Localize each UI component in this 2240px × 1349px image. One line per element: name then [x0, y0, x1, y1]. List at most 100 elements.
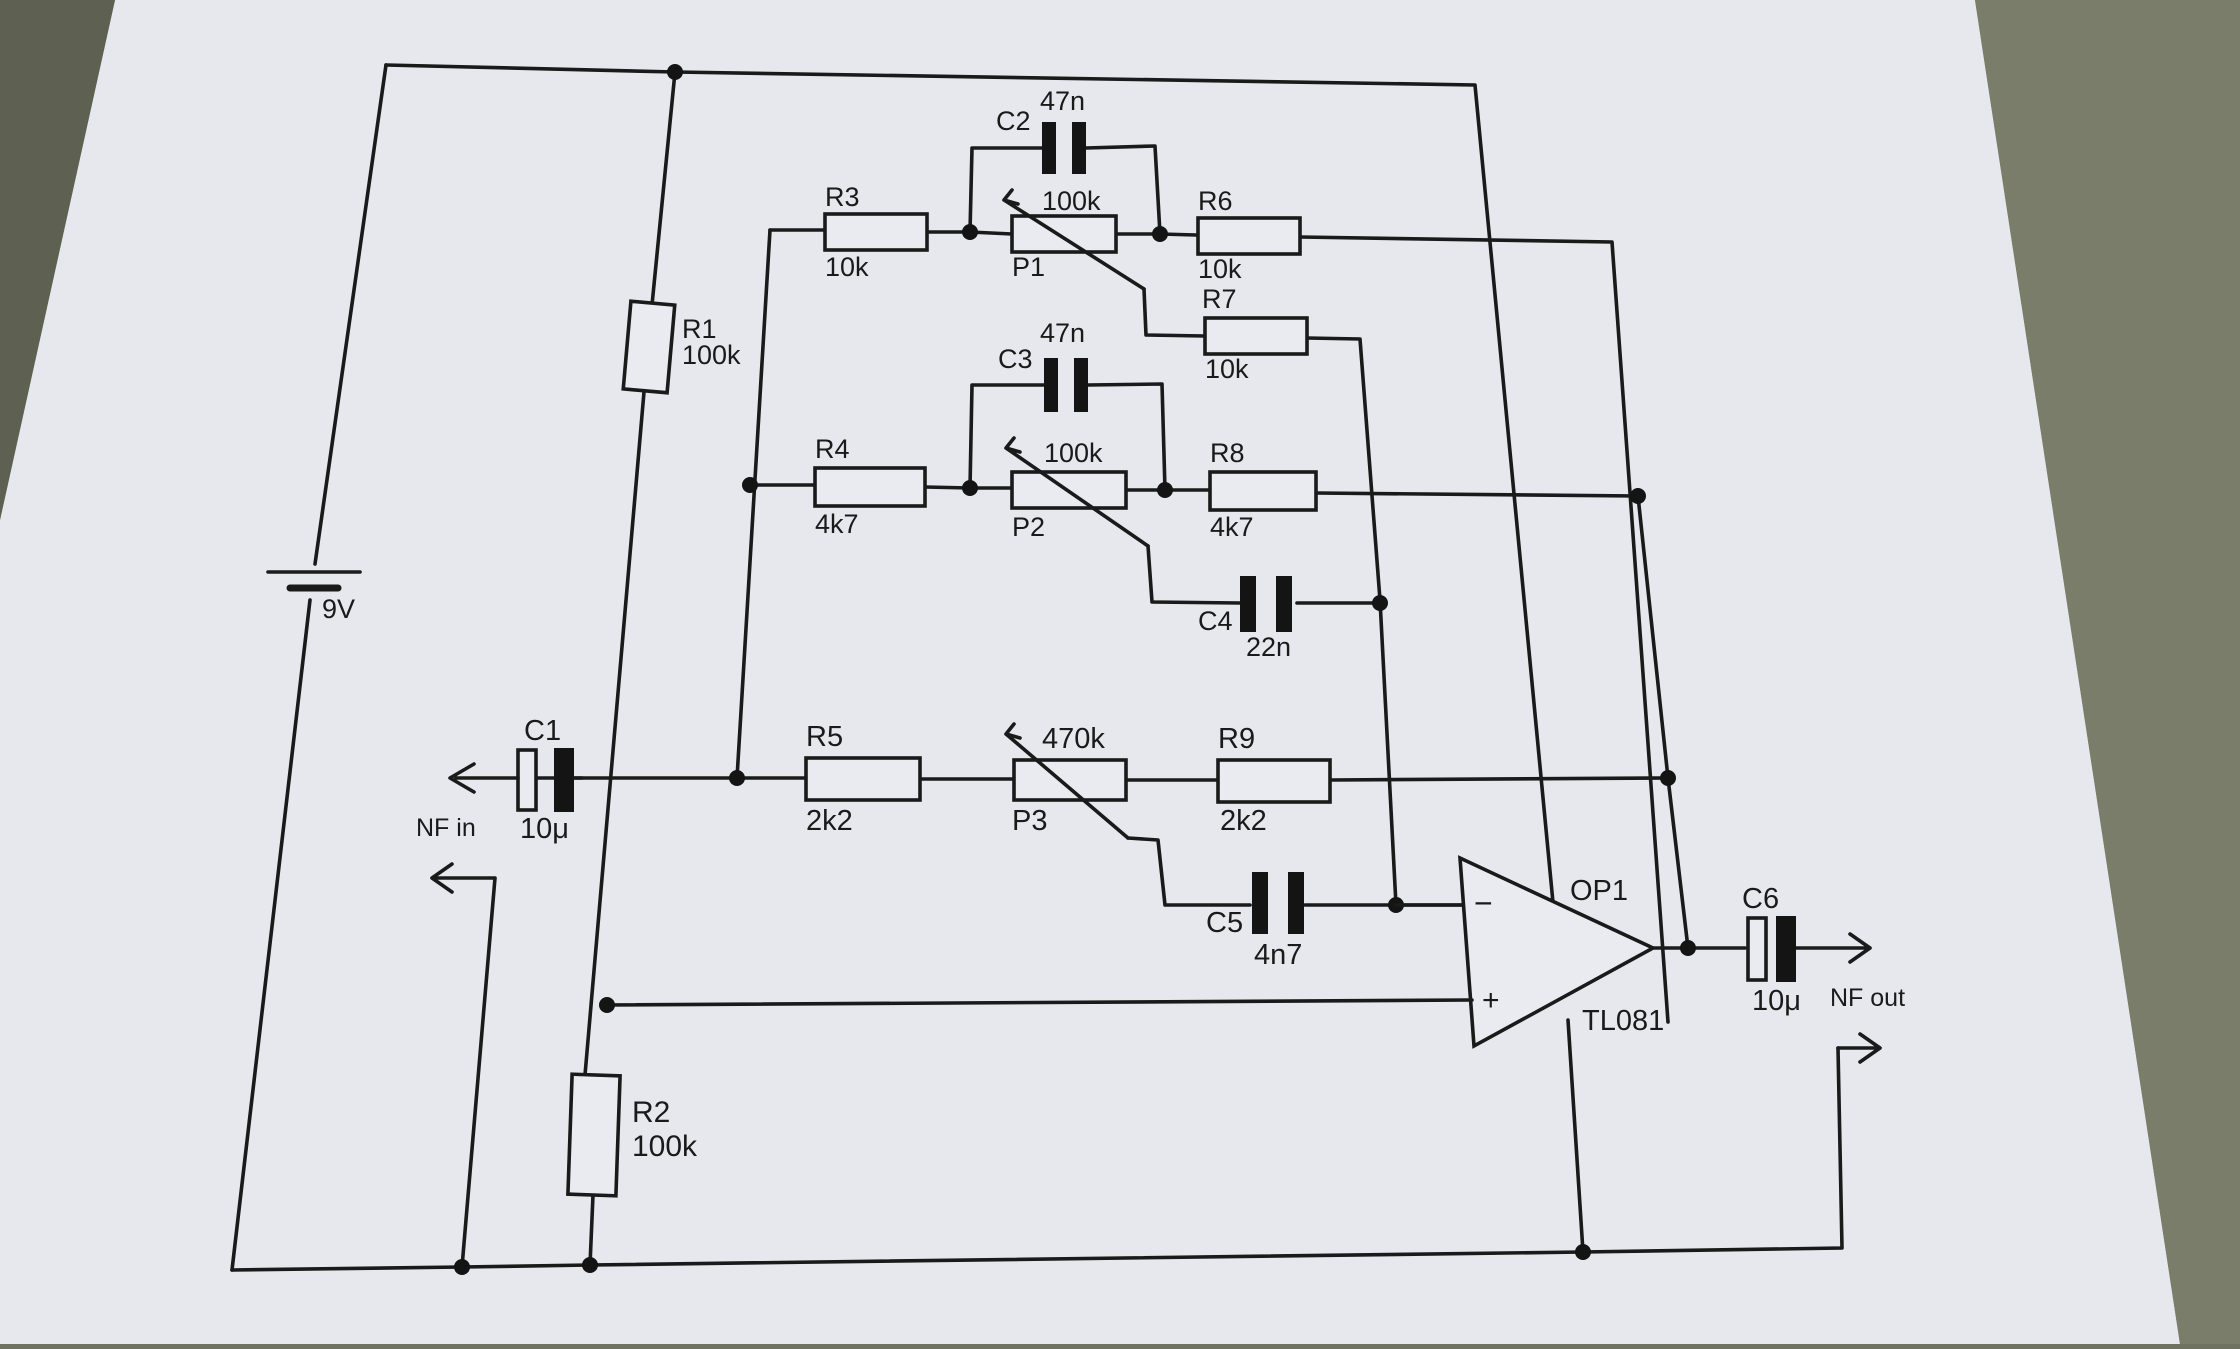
resistor-r7-name: R7 — [1202, 284, 1237, 314]
resistor-r8-name: R8 — [1210, 438, 1245, 468]
resistor-r1-value: 100k — [682, 340, 741, 370]
potentiometer-p3-value: 470k — [1042, 723, 1105, 755]
resistor-r5-value: 2k2 — [806, 805, 853, 837]
opamp-name: OP1 — [1570, 875, 1628, 907]
resistor-r8-value: 4k7 — [1210, 512, 1254, 542]
resistor-body — [1208, 470, 1318, 512]
resistor-r9-value: 2k2 — [1220, 805, 1267, 837]
wire-battery-down — [230, 598, 312, 1272]
potentiometer-body — [1010, 214, 1118, 254]
resistor-r6-name: R6 — [1198, 186, 1233, 216]
junction-dot — [1630, 488, 1646, 504]
potentiometer-p1-value: 100k — [1042, 186, 1101, 216]
junction-dot — [667, 64, 683, 80]
resistor-r3-value: 10k — [825, 252, 869, 282]
potentiometer-arrow — [1002, 188, 1146, 291]
potentiometer-p1-name: P1 — [1012, 252, 1045, 282]
nf-in-label: NF in — [416, 814, 476, 842]
resistor-body — [566, 1072, 622, 1198]
opamp-minus-sign: − — [1474, 885, 1493, 921]
nf-in-arrow — [448, 762, 520, 794]
junction-dot — [1157, 482, 1173, 498]
capacitor-c2-value: 47n — [1040, 86, 1085, 116]
resistor-r2-name: R2 — [632, 1096, 670, 1129]
wire-p1-wiper — [1142, 287, 1398, 907]
capacitor-c6-value: 10μ — [1752, 985, 1801, 1017]
capacitor-plate — [1072, 122, 1086, 174]
resistor-body — [1196, 216, 1302, 256]
wire-bottom-rail — [230, 1046, 1844, 1272]
resistor-body — [823, 212, 929, 252]
resistor-body — [804, 756, 922, 802]
resistor-r5-name: R5 — [806, 721, 843, 753]
opamp-part: TL081 — [1582, 1005, 1664, 1037]
capacitor-plate-filled — [554, 748, 574, 812]
junction-dot — [729, 770, 745, 786]
junction-dot — [962, 480, 978, 496]
capacitor-c5: C5 4n7 — [1206, 872, 1304, 971]
resistor-r1: R1 100k — [621, 299, 741, 395]
junction-dot — [742, 477, 758, 493]
paper-shade — [1975, 0, 2240, 1344]
capacitor-c6-name: C6 — [1742, 883, 1779, 915]
resistor-r2: R2 100k — [566, 1072, 698, 1198]
wire-left-bus — [735, 228, 772, 780]
capacitor-plate-filled — [1776, 916, 1796, 982]
wire-p2-wiper — [1146, 544, 1382, 605]
capacitor-c3-value: 47n — [1040, 318, 1085, 348]
nf-out-label: NF out — [1830, 984, 1905, 1012]
capacitor-plate — [1042, 122, 1056, 174]
potentiometer-arrow — [1004, 436, 1150, 548]
wire-divider-top — [650, 70, 677, 307]
wire-nf-in-return — [430, 862, 497, 1269]
capacitor-c6: C6 10μ — [1742, 883, 1801, 1017]
potentiometer-p3: 470k P3 — [1004, 722, 1130, 840]
junction-dot — [1372, 595, 1388, 611]
capacitor-c1-name: C1 — [524, 715, 561, 747]
capacitor-plate — [1074, 358, 1088, 412]
wires — [230, 63, 1882, 1272]
wire-divider-low — [588, 1193, 595, 1267]
potentiometer-p1: 100k P1 — [1002, 186, 1146, 291]
capacitor-plate — [1276, 576, 1292, 632]
junction-dot — [582, 1257, 598, 1273]
resistor-r9: R9 2k2 — [1216, 723, 1332, 837]
capacitor-c3-name: C3 — [998, 344, 1033, 374]
resistor-body — [621, 299, 677, 395]
capacitor-c5-value: 4n7 — [1254, 939, 1302, 971]
resistor-r3: R3 10k — [823, 182, 929, 282]
resistor-r7: R7 10k — [1202, 284, 1309, 384]
capacitor-plate-open — [1746, 916, 1768, 982]
resistor-r6-value: 10k — [1198, 254, 1242, 284]
potentiometer-arrow — [1004, 722, 1130, 840]
resistor-body — [1203, 316, 1309, 356]
resistor-r6: R6 10k — [1196, 186, 1302, 284]
capacitor-c4: C4 22n — [1198, 576, 1292, 662]
resistor-r4-name: R4 — [815, 434, 850, 464]
capacitor-c1: C1 10μ — [448, 715, 584, 845]
resistor-r1-name: R1 — [682, 314, 717, 344]
wire-battery-left — [313, 63, 388, 566]
resistor-r7-value: 10k — [1205, 354, 1249, 384]
resistor-r3-name: R3 — [825, 182, 860, 212]
potentiometer-p2-name: P2 — [1012, 512, 1045, 542]
junction-dots — [454, 64, 1696, 1275]
potentiometer-p2-value: 100k — [1044, 438, 1103, 468]
resistor-r5: R5 2k2 — [804, 721, 922, 837]
battery-label: 9V — [322, 594, 355, 624]
wire-divider-mid — [583, 390, 646, 1077]
wire-opamp-ground — [1566, 1018, 1585, 1254]
capacitor-c1-value: 10μ — [520, 813, 569, 845]
wire-top-rail — [384, 63, 1560, 957]
junction-dot — [454, 1259, 470, 1275]
capacitor-plate — [1240, 576, 1256, 632]
capacitor-plate — [1288, 872, 1304, 934]
battery-9v: 9V — [266, 570, 362, 624]
wire-c3-bridge — [968, 382, 1167, 492]
potentiometer-p3-name: P3 — [1012, 805, 1047, 837]
capacitor-c4-value: 22n — [1246, 632, 1291, 662]
resistor-r4: R4 4k7 — [813, 434, 927, 539]
resistor-body — [1216, 758, 1332, 804]
